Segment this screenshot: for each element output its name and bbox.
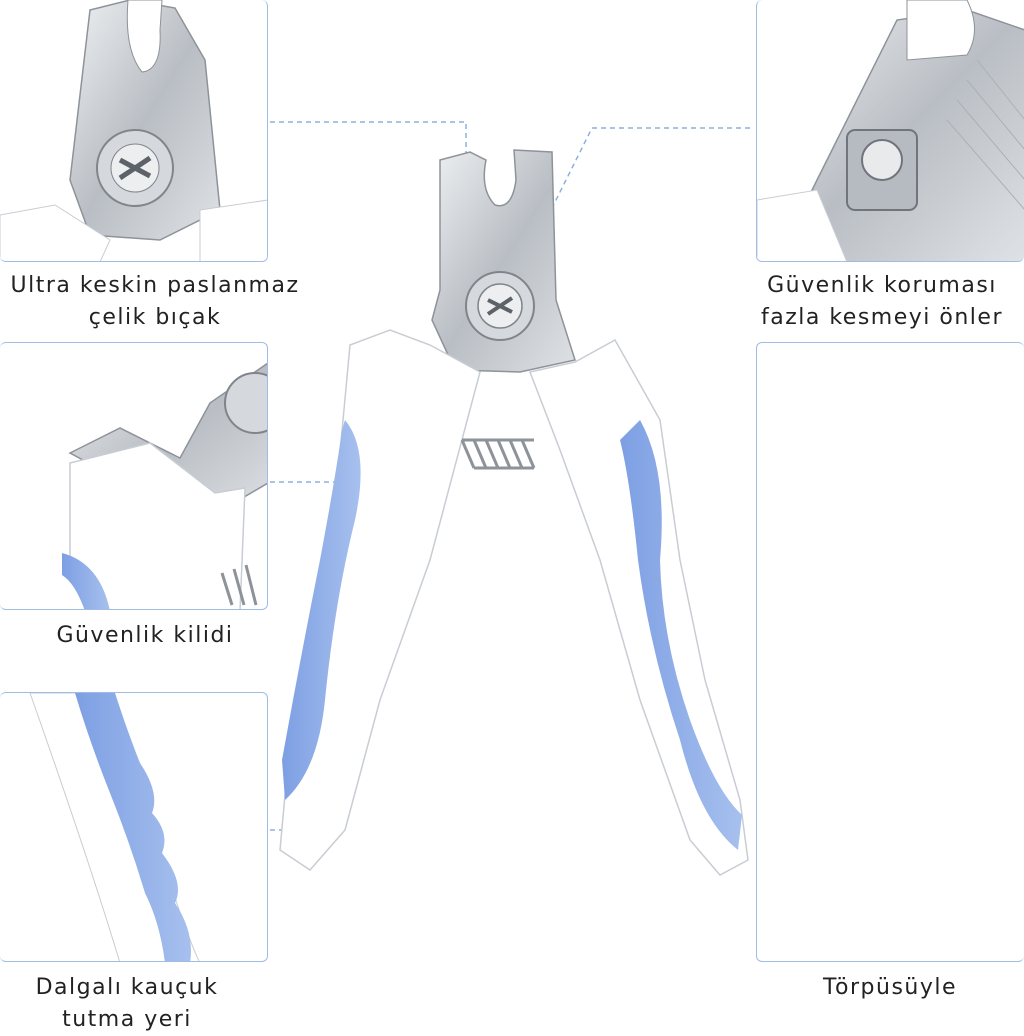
caption-blade: Ultra keskin paslanmaz çelik bıçak [10, 273, 300, 330]
caption-lock: Güvenlik kilidi [56, 623, 234, 648]
panel-file-closeup [756, 342, 1024, 962]
panel-lock-closeup [0, 342, 268, 610]
caption-file: Törpüsüyle [822, 975, 958, 1000]
left-handle [279, 329, 481, 871]
blade-head [431, 149, 576, 373]
panel-blade-closeup [0, 0, 268, 262]
caption-grip: Dalgalı kauçuk tutma yeri [35, 975, 219, 1032]
spring [460, 438, 536, 470]
panel-grip-closeup [0, 692, 268, 962]
caption-guard: Güvenlik koruması fazla kesmeyi önler [760, 273, 1003, 330]
right-handle [528, 338, 749, 876]
panel-guard-closeup [756, 0, 1024, 262]
